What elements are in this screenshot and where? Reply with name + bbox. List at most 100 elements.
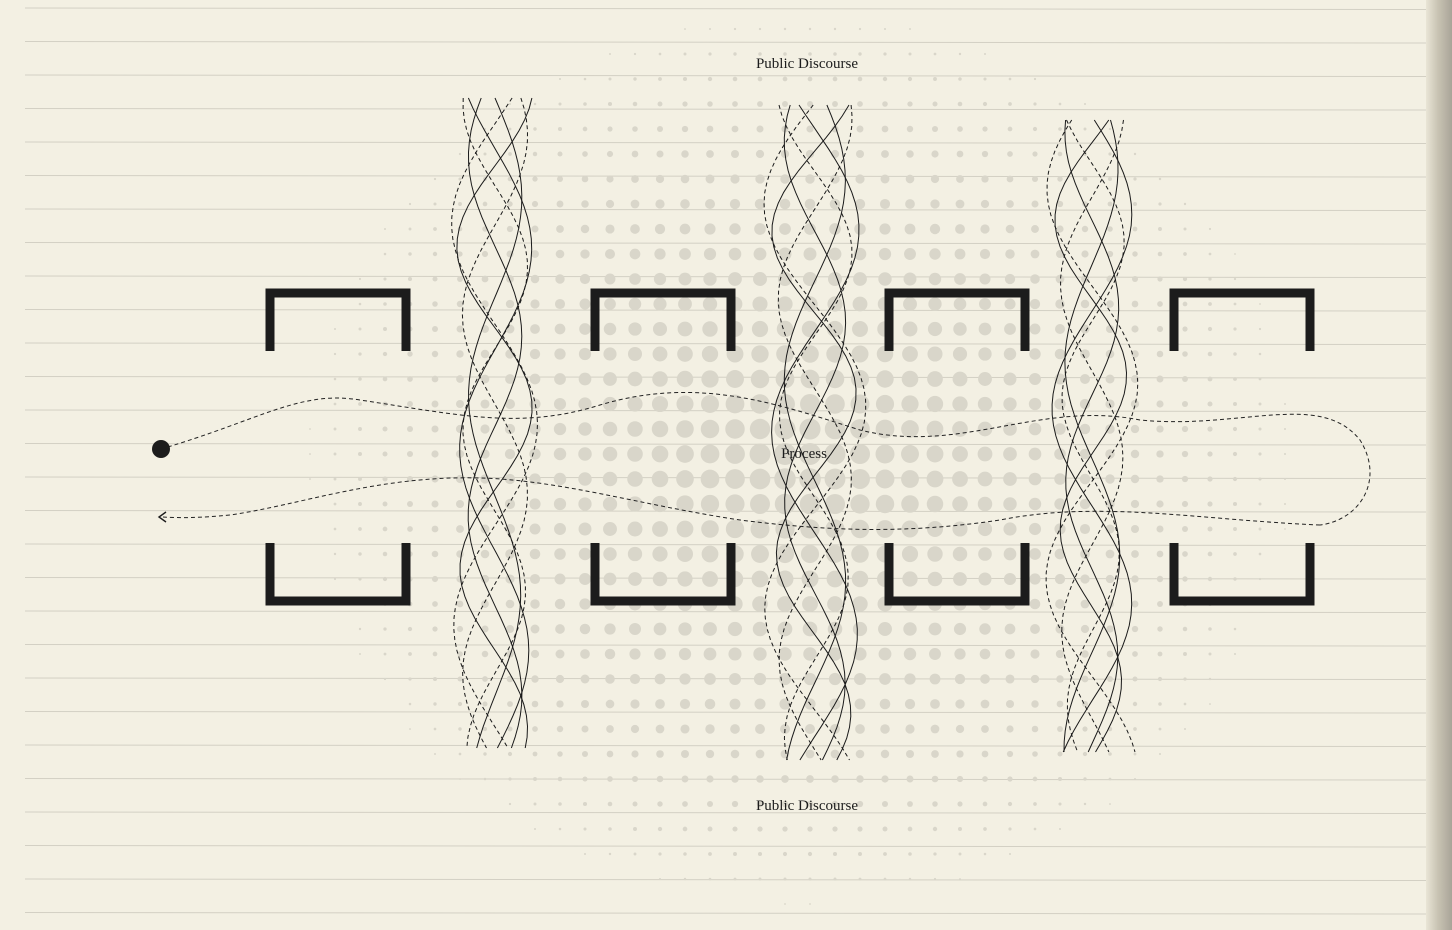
halftone-dot	[753, 622, 768, 637]
halftone-dot	[607, 126, 612, 131]
halftone-dot	[1009, 78, 1012, 81]
halftone-dot	[680, 224, 691, 235]
halftone-dot	[1284, 478, 1286, 480]
halftone-dot	[559, 828, 562, 831]
halftone-dot	[1032, 151, 1037, 156]
halftone-dot	[1058, 777, 1062, 781]
halftone-dot	[554, 348, 565, 359]
halftone-dot	[905, 199, 915, 209]
halftone-dot	[654, 273, 666, 285]
halftone-dot	[702, 321, 717, 336]
halftone-dot	[904, 648, 916, 660]
halftone-dot	[609, 53, 611, 55]
halftone-dot	[1082, 226, 1088, 232]
halftone-dot	[383, 552, 388, 557]
halftone-dot	[1106, 575, 1114, 583]
halftone-dot	[506, 600, 515, 609]
halftone-dot	[978, 347, 991, 360]
halftone-dot	[774, 468, 796, 490]
halftone-dot	[604, 623, 615, 634]
halftone-dot	[1159, 753, 1161, 755]
halftone-dot	[1259, 553, 1262, 556]
halftone-dot	[309, 453, 311, 455]
halftone-dot	[929, 648, 941, 660]
halftone-dot	[879, 673, 891, 685]
halftone-dot	[881, 150, 889, 158]
halftone-dot	[480, 399, 489, 408]
halftone-dot	[384, 228, 386, 230]
halftone-dot	[1005, 274, 1015, 284]
halftone-dot	[905, 699, 915, 709]
halftone-dot	[579, 598, 590, 609]
halftone-dot	[456, 525, 464, 533]
halftone-dot	[557, 751, 563, 757]
halftone-dot	[750, 419, 770, 439]
halftone-dot	[433, 677, 437, 681]
halftone-dot	[1207, 501, 1212, 506]
halftone-dot	[1157, 551, 1164, 558]
halftone-dot	[505, 449, 515, 459]
halftone-dot	[708, 827, 713, 832]
halftone-dot	[407, 451, 413, 457]
halftone-dot	[930, 674, 941, 685]
halftone-dot	[1029, 448, 1042, 461]
halftone-dot	[583, 127, 588, 132]
halftone-dot	[733, 77, 738, 82]
halftone-dot	[456, 375, 464, 383]
halftone-dot	[728, 622, 742, 636]
halftone-dot	[409, 728, 411, 730]
halftone-dot	[952, 521, 967, 536]
halftone-dot	[1057, 701, 1064, 708]
halftone-dot	[457, 251, 462, 256]
halftone-dot	[708, 852, 712, 856]
halftone-dot	[1131, 425, 1139, 433]
halftone-dot	[1233, 502, 1237, 506]
halftone-dot	[701, 420, 720, 439]
halftone-dot	[929, 623, 942, 636]
halftone-dot	[778, 647, 792, 661]
halftone-dot	[703, 272, 716, 285]
halftone-dot	[532, 701, 539, 708]
halftone-dot	[729, 223, 740, 234]
halftone-dot	[1158, 652, 1163, 657]
halftone-dot	[658, 77, 662, 81]
halftone-dot	[1007, 776, 1012, 781]
halftone-dot	[979, 623, 990, 634]
halftone-dot	[554, 498, 566, 510]
halftone-dot	[851, 545, 869, 563]
halftone-dot	[927, 421, 944, 438]
halftone-dot	[554, 448, 566, 460]
halftone-dot	[557, 151, 562, 156]
halftone-dot	[1182, 551, 1188, 557]
halftone-dot	[1208, 527, 1213, 532]
halftone-dot	[458, 702, 462, 706]
halftone-dot	[933, 77, 937, 81]
halftone-dot	[1133, 727, 1137, 731]
halftone-dot	[1083, 177, 1088, 182]
halftone-dot	[1033, 802, 1037, 806]
halftone-dot	[1233, 327, 1236, 330]
halftone-dot	[732, 101, 738, 107]
halftone-dot	[1033, 102, 1036, 105]
halftone-dot	[978, 497, 993, 512]
halftone-dot	[681, 175, 690, 184]
halftone-dot	[806, 775, 814, 783]
halftone-dot	[432, 626, 437, 631]
halftone-dot	[1158, 702, 1162, 706]
halftone-dot	[1006, 700, 1014, 708]
halftone-dot	[1182, 426, 1188, 432]
halftone-dot	[457, 301, 463, 307]
halftone-dot	[579, 348, 591, 360]
notebook-binding-edge	[1426, 0, 1452, 930]
halftone-dot	[756, 750, 765, 759]
halftone-dot	[829, 673, 841, 685]
halftone-dot	[580, 299, 591, 310]
halftone-dot	[1031, 700, 1038, 707]
halftone-dot	[579, 523, 592, 536]
halftone-dot	[632, 151, 639, 158]
halftone-dot	[754, 223, 766, 235]
halftone-dot	[1157, 576, 1163, 582]
halftone-dot	[1054, 398, 1065, 409]
halftone-dot	[758, 77, 763, 82]
halftone-dot	[533, 777, 537, 781]
